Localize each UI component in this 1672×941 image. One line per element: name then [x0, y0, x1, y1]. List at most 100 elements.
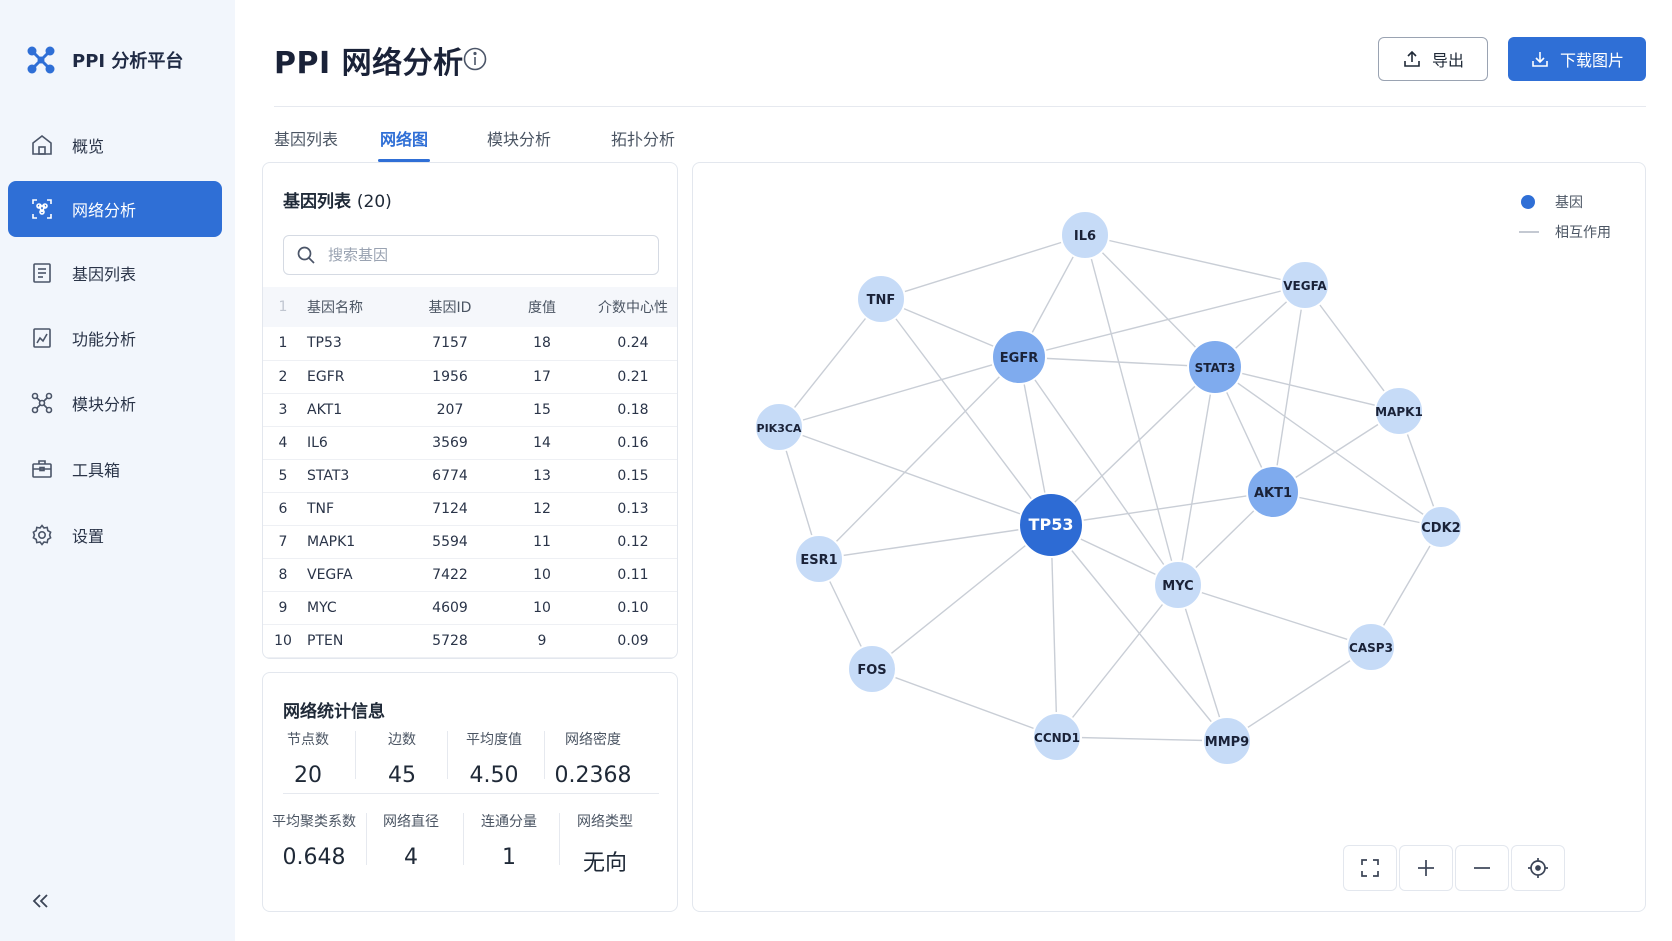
network-edge-myc-casp3: [1177, 584, 1372, 648]
table-cell-id: 5728: [403, 624, 497, 658]
network-node-mmp9[interactable]: MMP9: [1202, 716, 1252, 766]
network-node-circle[interactable]: [1346, 622, 1396, 672]
double-chevron-left-icon: [32, 894, 48, 908]
network-node-label: TNF: [867, 293, 896, 308]
network-node-egfr[interactable]: EGFR: [991, 329, 1047, 385]
brand[interactable]: PPI 分析平台: [26, 42, 183, 78]
network-edge-tnf-tp53: [880, 298, 1052, 526]
network-node-label: MYC: [1162, 579, 1193, 594]
network-node-tp53[interactable]: TP53: [1018, 492, 1084, 558]
fullscreen-button[interactable]: [1343, 845, 1397, 891]
network-node-circle[interactable]: [1419, 505, 1463, 549]
network-node-circle[interactable]: [754, 402, 804, 452]
network-node-fos[interactable]: FOS: [847, 644, 897, 694]
network-edge-egfr-stat3: [1018, 356, 1216, 368]
sidebar-item-label: 基因列表: [72, 265, 137, 284]
table-cell-index: 2: [263, 360, 303, 394]
network-node-circle[interactable]: [847, 644, 897, 694]
recenter-button[interactable]: [1511, 845, 1565, 891]
stat-value: 20: [294, 763, 322, 788]
table-cell-name: VEGFA: [303, 558, 403, 592]
tab-gene-list[interactable]: 基因列表: [263, 122, 349, 162]
tab-network-graph[interactable]: 网络图: [378, 122, 430, 162]
table-cell-index: 4: [263, 426, 303, 460]
network-node-circle[interactable]: [1280, 260, 1330, 310]
download-image-button[interactable]: 下载图片: [1508, 37, 1646, 81]
network-node-circle[interactable]: [856, 274, 906, 324]
network-node-mapk1[interactable]: MAPK1: [1374, 386, 1424, 436]
stat-value: 1: [502, 845, 516, 870]
table-cell-degree: 11: [497, 525, 587, 559]
column-header-degree[interactable]: 度值: [497, 287, 587, 327]
sidebar-item-gene-list[interactable]: 基因列表: [8, 245, 222, 301]
network-node-ccnd1[interactable]: CCND1: [1032, 712, 1082, 762]
network-node-tnf[interactable]: TNF: [856, 274, 906, 324]
info-icon[interactable]: [462, 46, 488, 72]
column-header-gene-name[interactable]: 基因名称: [303, 287, 403, 327]
network-node-pik3ca[interactable]: PIK3CA: [754, 402, 804, 452]
tab-module-analysis[interactable]: 模块分析: [486, 122, 552, 162]
sidebar-item-settings[interactable]: 设置: [8, 507, 222, 563]
network-node-circle[interactable]: [991, 329, 1047, 385]
network-node-circle[interactable]: [1187, 339, 1243, 395]
stat-network-density: 网络密度 0.2368: [543, 729, 643, 788]
sidebar-item-overview[interactable]: 概览: [8, 117, 222, 173]
network-node-circle[interactable]: [1246, 465, 1300, 519]
tab-topology-analysis[interactable]: 拓扑分析: [610, 122, 676, 162]
sidebar-item-module-analysis[interactable]: 模块分析: [8, 375, 222, 431]
network-node-circle[interactable]: [1153, 560, 1203, 610]
network-edge-pik3ca-tp53: [778, 426, 1052, 526]
network-edge-ccnd1-mmp9: [1056, 736, 1228, 742]
gene-search[interactable]: [283, 235, 659, 275]
network-node-label: IL6: [1074, 229, 1096, 244]
sidebar-item-toolbox[interactable]: 工具箱: [8, 441, 222, 497]
sidebar-item-network-analysis[interactable]: 网络分析: [8, 181, 222, 237]
network-node-circle[interactable]: [794, 534, 844, 584]
network-node-circle[interactable]: [1032, 712, 1082, 762]
zoom-in-button[interactable]: [1399, 845, 1453, 891]
table-cell-degree: 15: [497, 393, 587, 427]
network-node-il6[interactable]: IL6: [1060, 210, 1110, 260]
table-cell-name: STAT3: [303, 459, 403, 493]
zoom-out-button[interactable]: [1455, 845, 1509, 891]
legend-edge-label: 相互作用: [1555, 225, 1611, 241]
tab-label: 网络图: [379, 130, 428, 149]
sidebar-item-function-analysis[interactable]: 功能分析: [8, 310, 222, 366]
export-button[interactable]: 导出: [1378, 37, 1488, 81]
network-node-vegfa[interactable]: VEGFA: [1280, 260, 1330, 310]
table-cell-degree: 13: [497, 459, 587, 493]
network-node-esr1[interactable]: ESR1: [794, 534, 844, 584]
gene-search-input[interactable]: [328, 246, 628, 264]
stat-edge-count: 边数 45: [363, 729, 441, 788]
column-header-index[interactable]: 1: [263, 287, 303, 327]
molecule-logo-icon: [27, 46, 55, 74]
column-header-betweenness[interactable]: 介数中心性: [587, 287, 677, 327]
network-edge-vegfa-egfr: [1018, 284, 1306, 358]
legend-item-gene: 基因: [1519, 187, 1611, 217]
network-node-circle[interactable]: [1060, 210, 1110, 260]
stat-value: 无向: [582, 851, 627, 876]
network-node-akt1[interactable]: AKT1: [1246, 465, 1300, 519]
network-node-circle[interactable]: [1018, 492, 1084, 558]
network-node-stat3[interactable]: STAT3: [1187, 339, 1243, 395]
sidebar-collapse-button[interactable]: [26, 886, 56, 916]
column-header-gene-id[interactable]: 基因ID: [403, 287, 497, 327]
network-node-casp3[interactable]: CASP3: [1346, 622, 1396, 672]
network-node-myc[interactable]: MYC: [1153, 560, 1203, 610]
network-edge-tnf-pik3ca: [778, 298, 882, 428]
network-node-circle[interactable]: [1374, 386, 1424, 436]
network-node-circle[interactable]: [1202, 716, 1252, 766]
network-node-cdk2[interactable]: CDK2: [1419, 505, 1463, 549]
